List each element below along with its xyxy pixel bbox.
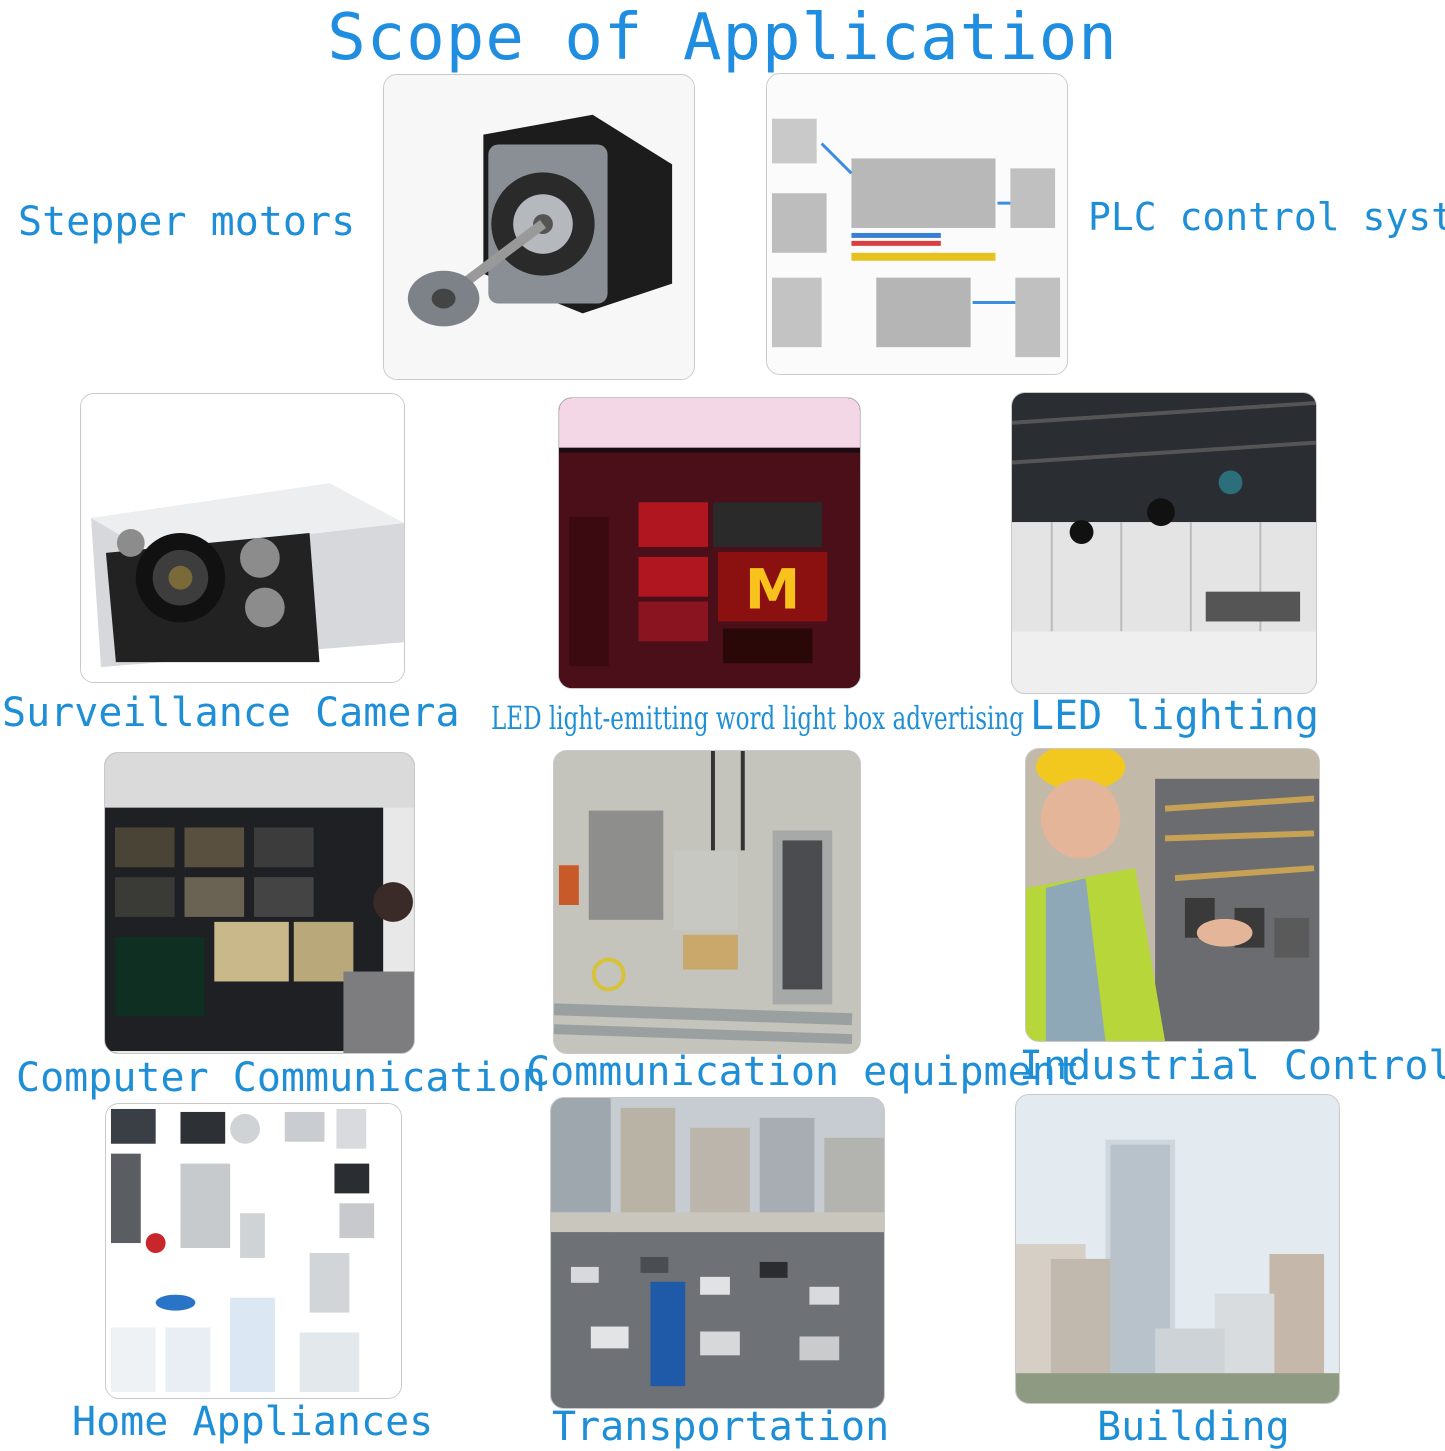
label-communication-equipment: Communication equipment bbox=[526, 1049, 1080, 1095]
plc-diagram-photo bbox=[766, 73, 1068, 375]
electrician-panel-photo bbox=[1025, 748, 1320, 1042]
page-title: Scope of Application bbox=[327, 1, 1118, 75]
label-plc-control-system: PLC control system bbox=[1088, 195, 1445, 239]
surveillance-camera-photo bbox=[80, 393, 405, 683]
buildings-photo bbox=[1015, 1094, 1340, 1404]
traffic-photo bbox=[550, 1097, 885, 1409]
label-transportation: Transportation bbox=[552, 1404, 890, 1450]
label-home-appliances: Home Appliances bbox=[72, 1399, 434, 1445]
svg-text:M: M bbox=[745, 558, 800, 623]
label-building: Building bbox=[1097, 1404, 1290, 1450]
label-led-lighting: LED lighting bbox=[1030, 693, 1319, 739]
stepper-motor-photo bbox=[383, 74, 695, 380]
telecom-equipment-photo bbox=[553, 750, 861, 1054]
home-appliances-photo bbox=[105, 1103, 402, 1399]
label-industrial-control: Industrial Control bbox=[1019, 1043, 1445, 1089]
label-led-light-box-advertising: LED light-emitting word light box advert… bbox=[491, 699, 1025, 737]
control-room-photo bbox=[104, 752, 415, 1054]
led-sign-photo: M bbox=[558, 397, 861, 689]
label-stepper-motors: Stepper motors bbox=[18, 199, 356, 245]
label-surveillance-camera: Surveillance Camera bbox=[2, 690, 460, 736]
studio-lighting-photo bbox=[1011, 392, 1317, 694]
label-computer-communication: Computer Communication bbox=[16, 1055, 546, 1101]
